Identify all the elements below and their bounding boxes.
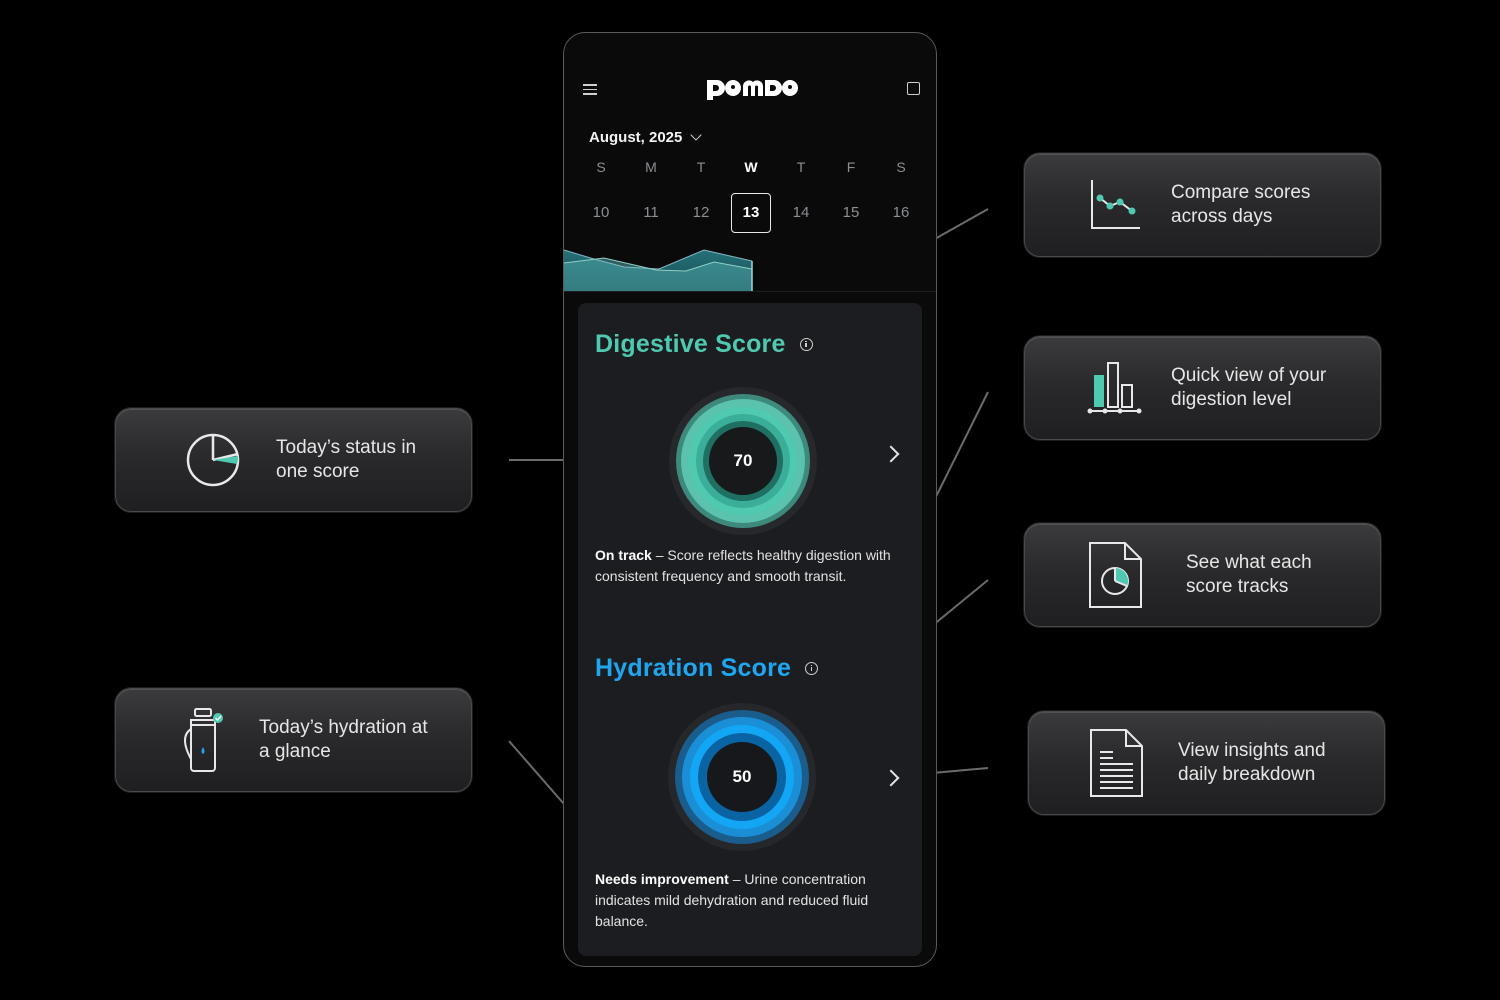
divider bbox=[564, 291, 936, 292]
menu-icon[interactable] bbox=[583, 84, 597, 95]
digestive-title-text: Digestive Score bbox=[595, 330, 786, 358]
digestive-score-card: Digestive Score 70 On track – Score refl… bbox=[578, 303, 922, 631]
date-button[interactable]: 10 bbox=[592, 204, 610, 221]
callout-text: Quick view of your digestion level bbox=[1171, 365, 1327, 410]
hydration-score-value: 50 bbox=[732, 767, 752, 786]
document-chart-icon bbox=[1085, 542, 1145, 608]
weekday-label: M bbox=[645, 159, 657, 175]
callout-text: Today’s status in one score bbox=[276, 437, 417, 482]
weekday-label: S bbox=[896, 159, 906, 175]
chevron-right-icon[interactable] bbox=[882, 445, 900, 463]
week-strip: S 10 M 11 T 12 W 13 T 14 F 15 S 16 bbox=[576, 157, 926, 233]
hydration-status: Needs improvement bbox=[595, 871, 729, 887]
line-chart-icon bbox=[1085, 175, 1145, 235]
weekday-label: T bbox=[696, 159, 706, 175]
water-bottle-icon bbox=[172, 708, 232, 772]
square-icon[interactable] bbox=[907, 82, 920, 95]
date-selected[interactable]: 13 bbox=[731, 193, 771, 233]
digestive-title: Digestive Score bbox=[595, 330, 813, 359]
day-column: S 16 bbox=[876, 157, 926, 233]
hydration-description: Needs improvement – Urine concentration … bbox=[595, 869, 907, 932]
day-column: T 12 bbox=[676, 157, 726, 233]
app-logo bbox=[705, 76, 799, 100]
digestive-score-value: 70 bbox=[733, 451, 753, 470]
digestive-desc-text: – Score reflects healthy digestion with … bbox=[595, 547, 891, 584]
hydration-title: Hydration Score bbox=[595, 654, 819, 683]
phone-screen: August, 2025 S 10 M 11 T 12 W 13 T 14 F 15 S 16 Diges… bbox=[563, 32, 937, 967]
chevron-right-icon[interactable] bbox=[882, 769, 900, 787]
callout-text: Today’s hydration at a glance bbox=[259, 717, 428, 762]
date-button[interactable]: 16 bbox=[892, 204, 910, 221]
hydration-title-text: Hydration Score bbox=[595, 654, 792, 682]
day-column: S 10 bbox=[576, 157, 626, 233]
callout-text: Compare scores across days bbox=[1171, 182, 1311, 227]
hydration-gauge: 50 bbox=[667, 702, 817, 852]
hydration-score-card: Hydration Score 50 Needs improvement – U… bbox=[578, 631, 922, 956]
chevron-down-icon bbox=[690, 129, 703, 141]
digestive-status: On track bbox=[595, 547, 652, 563]
month-selector[interactable]: August, 2025 bbox=[589, 129, 703, 146]
bar-chart-icon bbox=[1085, 358, 1145, 418]
logo-mark bbox=[707, 80, 798, 100]
weekday-label: F bbox=[846, 159, 856, 175]
day-column: W 13 bbox=[726, 157, 776, 233]
callout-hydration-glance: Today’s hydration at a glance bbox=[115, 688, 472, 792]
top-bar bbox=[564, 33, 936, 143]
callout-text: See what each score tracks bbox=[1186, 552, 1312, 597]
day-column: M 11 bbox=[626, 157, 676, 233]
digestive-description: On track – Score reflects healthy digest… bbox=[595, 545, 907, 587]
month-label: August, 2025 bbox=[589, 129, 683, 146]
info-icon[interactable] bbox=[805, 662, 819, 675]
date-button[interactable]: 12 bbox=[692, 204, 710, 221]
digestive-rings bbox=[669, 387, 817, 535]
day-column: T 14 bbox=[776, 157, 826, 233]
callout-compare-scores: Compare scores across days bbox=[1024, 153, 1381, 257]
score-trend-chart bbox=[564, 249, 753, 291]
date-button[interactable]: 11 bbox=[643, 204, 659, 221]
day-column: F 15 bbox=[826, 157, 876, 233]
date-button[interactable]: 15 bbox=[842, 204, 860, 221]
document-text-icon bbox=[1086, 729, 1146, 797]
callout-score-tracks: See what each score tracks bbox=[1024, 523, 1381, 627]
weekday-label: W bbox=[744, 159, 758, 175]
weekday-label: S bbox=[596, 159, 606, 175]
hydration-desc-text: – Urine concentration indicates mild deh… bbox=[595, 871, 869, 929]
callout-insights: View insights and daily breakdown bbox=[1028, 711, 1385, 815]
weekday-label: T bbox=[796, 159, 806, 175]
digestive-gauge: 70 bbox=[668, 386, 818, 536]
callout-quick-view: Quick view of your digestion level bbox=[1024, 336, 1381, 440]
date-button[interactable]: 14 bbox=[792, 204, 810, 221]
info-icon[interactable] bbox=[799, 338, 813, 351]
hydration-rings bbox=[668, 703, 816, 851]
callout-status-one-score: Today’s status in one score bbox=[115, 408, 472, 512]
callout-text: View insights and daily breakdown bbox=[1178, 740, 1326, 785]
pie-chart-icon bbox=[184, 430, 244, 490]
